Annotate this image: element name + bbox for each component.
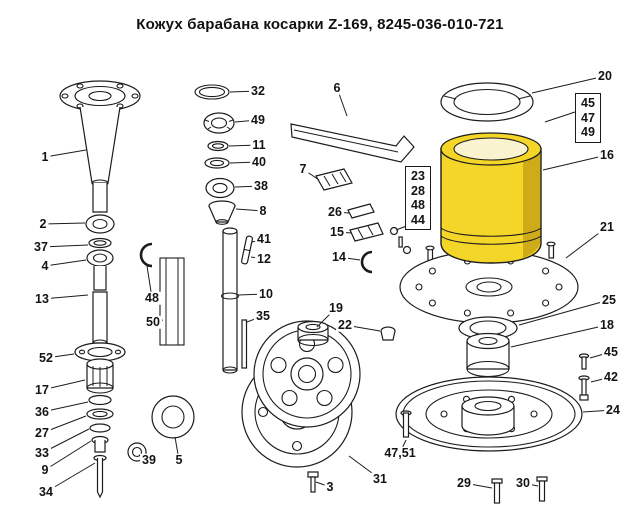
left-cone-assembly <box>59 80 141 499</box>
bolt-47-51 <box>400 410 412 438</box>
bolt-29 <box>491 478 503 504</box>
bolt-3 <box>307 471 319 493</box>
pulley-hub <box>297 320 329 347</box>
angle-bracket <box>315 168 353 191</box>
page-title: Кожух барабана косарки Z-169, 8245-036-0… <box>136 16 504 33</box>
tie-rod <box>241 319 248 369</box>
bolt-42 <box>578 375 590 401</box>
support-bracket <box>159 257 185 346</box>
bottom-dish-24 <box>395 376 583 452</box>
small-fasteners <box>389 226 412 255</box>
bolt-30 <box>536 476 548 502</box>
bolt-45 <box>578 353 590 370</box>
bearing-stack <box>194 84 253 374</box>
cap-22 <box>380 326 396 341</box>
clamp-ring-20 <box>440 82 534 122</box>
hub-18 <box>466 332 510 378</box>
ring-39 <box>127 442 147 462</box>
snap-ring <box>139 242 153 268</box>
main-shaft <box>222 231 238 371</box>
mounting-plate-21 <box>399 241 579 324</box>
shim-plates <box>347 203 384 274</box>
drum-housing-16 <box>440 132 542 264</box>
roll-pin <box>241 235 253 265</box>
ring-5 <box>151 395 195 439</box>
flat-bar <box>290 123 415 163</box>
upper-pulley <box>253 320 361 428</box>
